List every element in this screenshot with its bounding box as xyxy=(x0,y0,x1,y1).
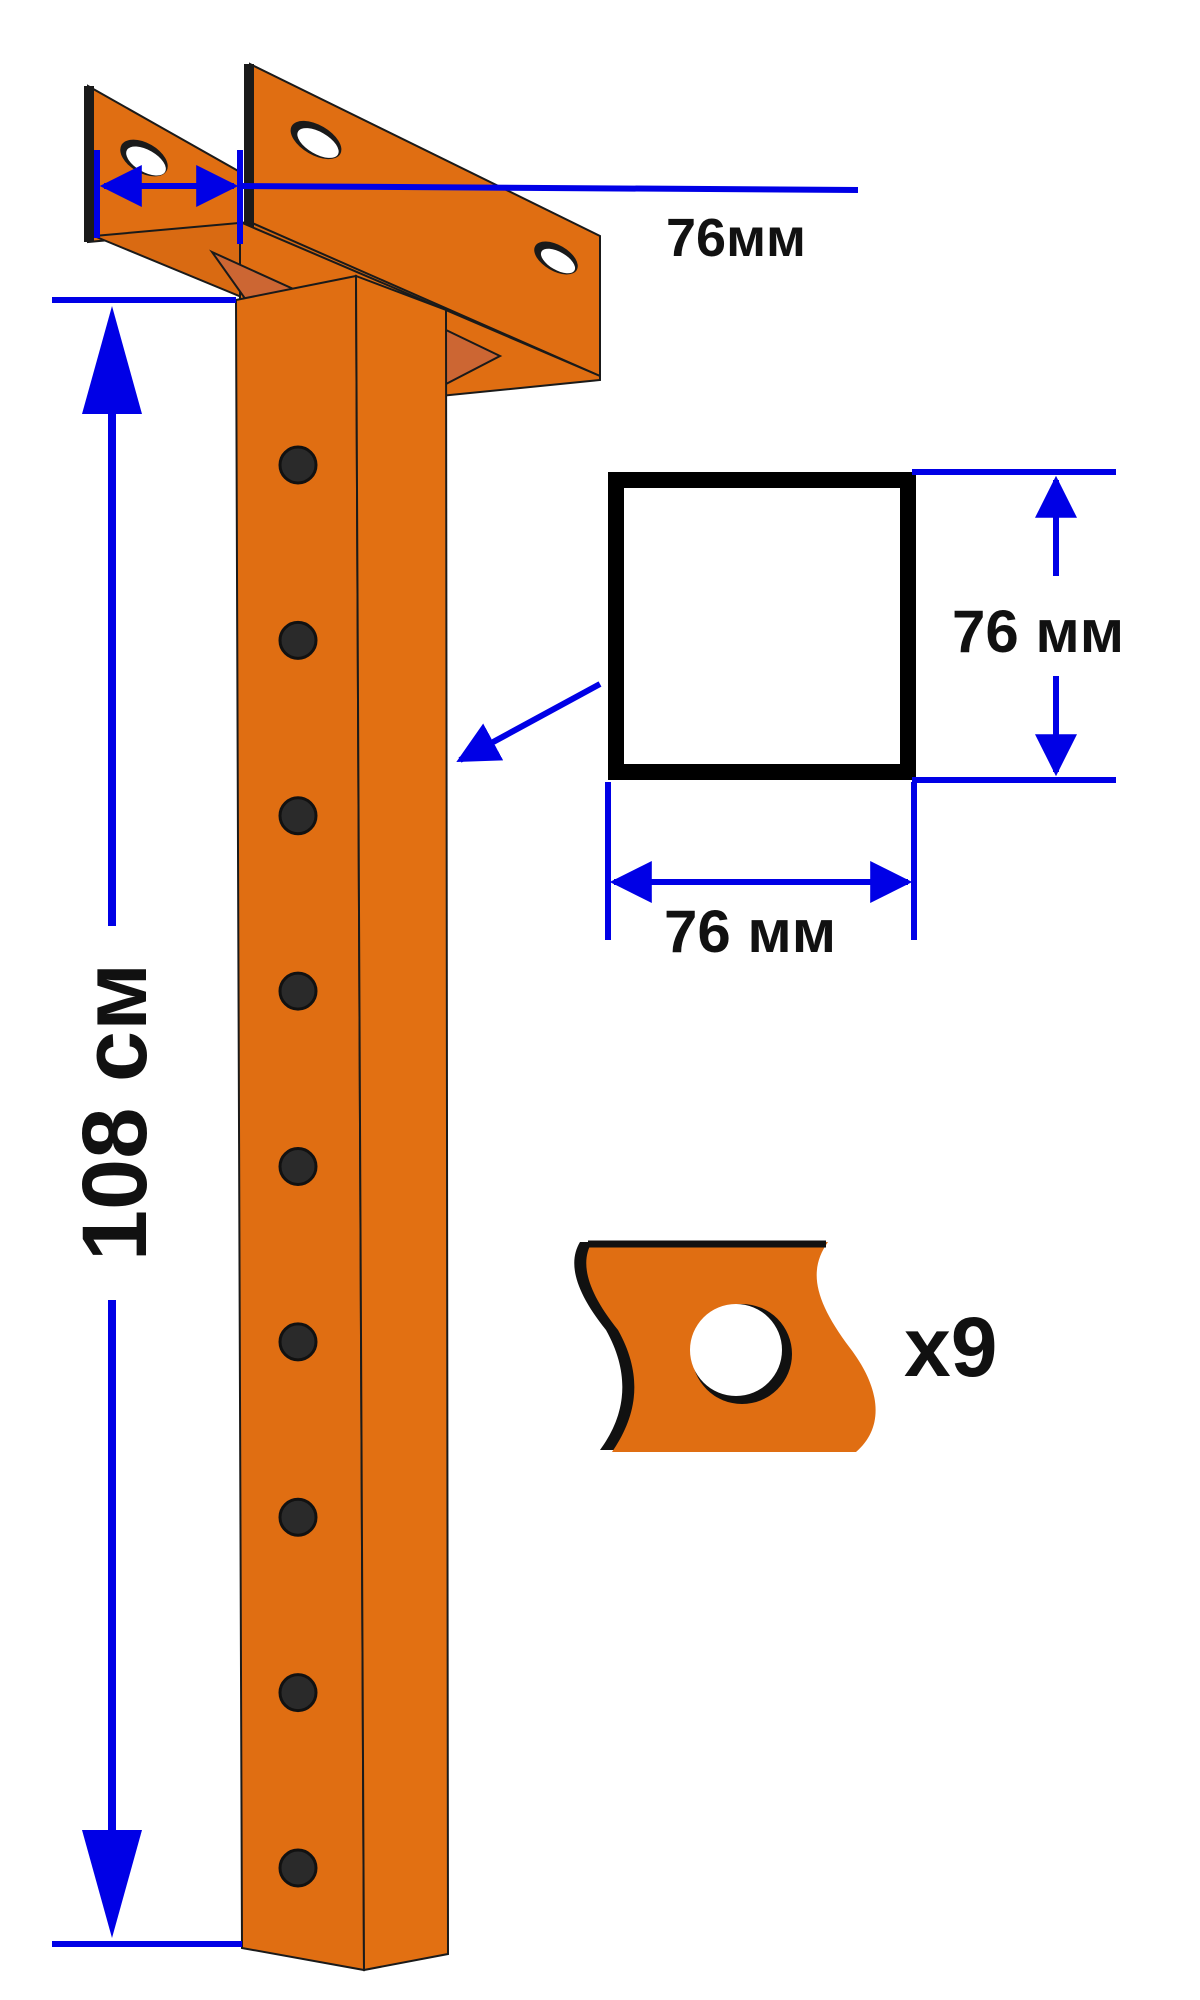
bracket-back-plate-edge xyxy=(244,64,254,228)
bracket-left-plate-edge xyxy=(84,86,94,242)
post-front-face xyxy=(234,274,366,1972)
post-hole xyxy=(278,620,318,660)
post-hole xyxy=(278,1322,318,1362)
post-holes xyxy=(278,445,318,1888)
vertical-post xyxy=(234,274,450,1972)
bracket-slot-hole-3 xyxy=(534,241,578,275)
post-hole xyxy=(278,1497,318,1537)
post-hole xyxy=(278,1147,318,1186)
post-height-label: 108 см xyxy=(64,963,166,1261)
post-hole xyxy=(278,971,318,1011)
post-hole xyxy=(278,1673,318,1713)
section-leader-arrow xyxy=(456,681,602,763)
section-height-label: 76 мм xyxy=(952,598,1124,665)
top-width-label: 76мм xyxy=(666,208,806,268)
hole-detail-hole xyxy=(690,1304,782,1396)
post-hole xyxy=(278,1848,318,1888)
post-height-arrow-up xyxy=(82,306,142,414)
dimension-post-height: 108 см xyxy=(52,297,242,1947)
bracket-slot-hole-2 xyxy=(290,120,342,160)
post-hole xyxy=(278,796,318,836)
cross-section-square xyxy=(608,472,916,780)
post-height-arrow-down xyxy=(82,1830,142,1938)
post-side-face xyxy=(354,274,450,1972)
cross-section-detail: 76 мм 76 мм xyxy=(456,469,1124,965)
section-width-label: 76 мм xyxy=(664,898,836,965)
hole-detail: x9 xyxy=(574,1240,997,1452)
dimension-top-width: 76мм xyxy=(94,150,859,268)
top-width-leader xyxy=(239,183,859,193)
hole-count-label: x9 xyxy=(904,1300,997,1394)
post-hole xyxy=(278,445,318,485)
